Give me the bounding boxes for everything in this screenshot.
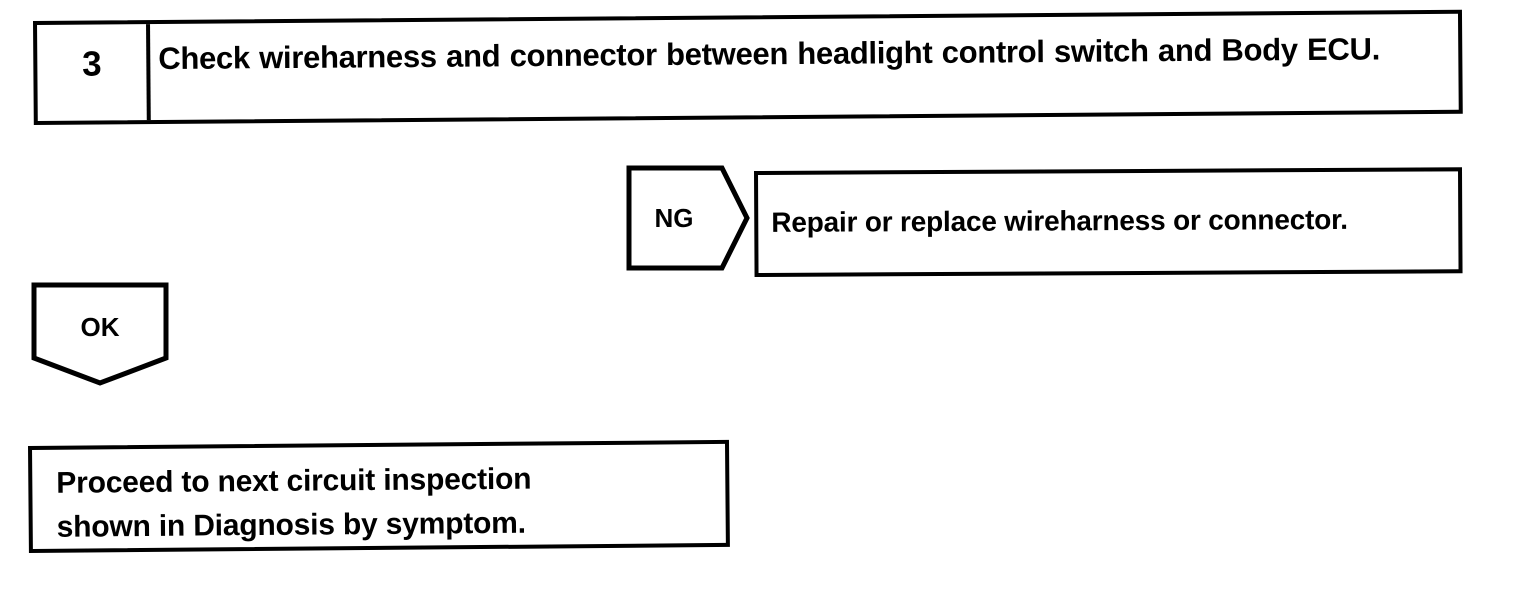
proceed-line-2: shown in Diagnosis by symptom.: [56, 507, 526, 545]
repair-result-box: Repair or replace wireharness or connect…: [754, 167, 1463, 277]
proceed-result-text: Proceed to next circuit inspection shown…: [56, 458, 532, 551]
ng-label: NG: [654, 202, 694, 233]
ng-arrow-shape: NG: [626, 165, 750, 271]
ok-arrow-shape: OK: [31, 282, 169, 386]
step-box: 3 Check wireharness and connector betwee…: [33, 9, 1463, 125]
proceed-result-box: Proceed to next circuit inspection shown…: [28, 439, 730, 553]
repair-result-text: Repair or replace wireharness or connect…: [771, 203, 1348, 238]
proceed-line-1: Proceed to next circuit inspection: [56, 462, 532, 500]
ok-label: OK: [80, 311, 120, 342]
step-number-cell: 3: [37, 24, 151, 121]
step-number: 3: [81, 44, 102, 84]
step-instruction-text: Check wireharness and connector between …: [158, 31, 1381, 77]
